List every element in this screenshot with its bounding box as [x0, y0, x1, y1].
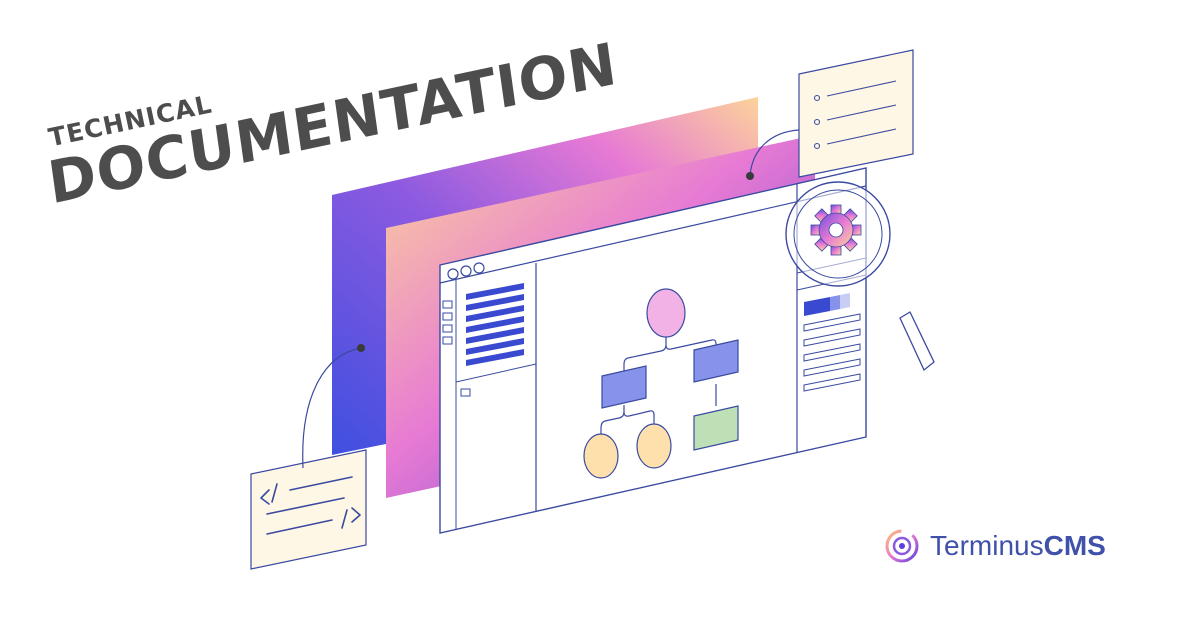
sidebar-square-icons [442, 300, 471, 397]
window-dots-icon [447, 262, 485, 280]
flow-end-node-left [583, 433, 619, 479]
app-window [439, 167, 867, 534]
right-list-rows [803, 313, 861, 392]
terminus-logo-icon [885, 529, 919, 563]
gear-icon [810, 204, 862, 256]
list-icon [798, 49, 914, 178]
brand-name: Terminus [930, 530, 1044, 561]
flow-box-green [693, 405, 739, 451]
code-icon [250, 449, 367, 570]
brand-logo[interactable]: TerminusCMS [884, 528, 1106, 564]
progress-swatches [804, 293, 850, 316]
brand-suffix: CMS [1043, 530, 1106, 561]
flow-start-node [646, 288, 686, 338]
flow-end-node-right [636, 423, 672, 469]
connector-dot-top [746, 172, 754, 180]
connector-dot-bottom [357, 344, 365, 352]
flow-box-right [693, 339, 739, 383]
connector-bottom [302, 347, 362, 469]
flow-box-left [601, 365, 647, 409]
flowchart-diagram [583, 288, 739, 479]
text-bars [466, 283, 524, 366]
connector-top [749, 129, 800, 177]
